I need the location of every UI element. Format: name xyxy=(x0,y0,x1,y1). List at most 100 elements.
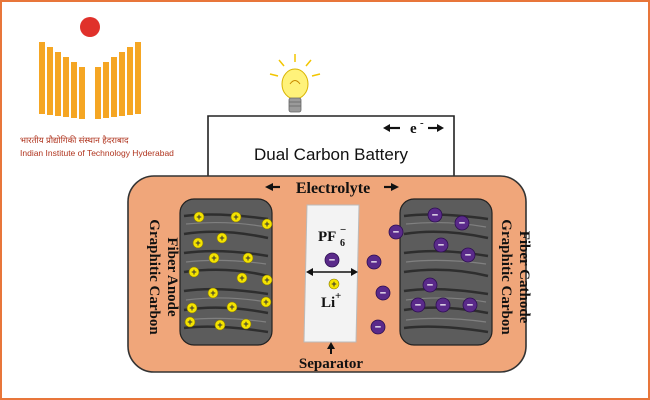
svg-text:−: − xyxy=(440,300,446,312)
cation-marker: + xyxy=(261,218,273,230)
logo-bar xyxy=(71,62,77,118)
svg-text:+: + xyxy=(264,275,269,285)
logo-bar xyxy=(135,42,141,114)
svg-text:−: − xyxy=(465,250,471,262)
cation-marker: + xyxy=(184,316,196,328)
svg-text:−: − xyxy=(427,280,433,292)
logo-bar xyxy=(55,52,61,116)
cathode-label-line1: Graphitic Carbon xyxy=(498,219,514,335)
svg-text:+: + xyxy=(219,233,224,243)
svg-text:−: − xyxy=(371,257,377,269)
anion-text: PF xyxy=(318,229,336,245)
anion-label: PF 6 − xyxy=(318,224,346,249)
svg-text:+: + xyxy=(196,212,201,222)
cation-marker: + xyxy=(226,301,238,313)
electron-label: e xyxy=(410,121,417,137)
anode-electrode xyxy=(179,198,273,346)
logo-bar xyxy=(119,52,125,116)
logo-bar xyxy=(103,62,109,118)
svg-text:−: − xyxy=(438,240,444,252)
cation-marker: + xyxy=(208,252,220,264)
anion-marker: − xyxy=(460,247,476,263)
svg-text:+: + xyxy=(229,302,234,312)
svg-text:−: − xyxy=(329,255,335,267)
cation-marker: + xyxy=(230,211,242,223)
separator xyxy=(303,204,360,343)
cathode-label-line2: Fiber Cathode xyxy=(516,231,532,324)
svg-text:+: + xyxy=(264,219,269,229)
logo-bar xyxy=(127,47,133,115)
separator-callout: Separator xyxy=(299,342,363,372)
institute-name-hindi: भारतीय प्रौद्योगिकी संस्थान हैदराबाद xyxy=(20,135,129,145)
svg-text:−: − xyxy=(432,210,438,222)
electrolyte-flow: Electrolyte xyxy=(265,180,399,197)
cation-marker: + xyxy=(216,232,228,244)
electrolyte-label: Electrolyte xyxy=(296,180,370,197)
cation-marker: + xyxy=(328,278,340,290)
circuit-wire xyxy=(207,115,455,200)
cation-marker: + xyxy=(214,319,226,331)
institute-name-english: Indian Institute of Technology Hyderabad xyxy=(20,148,174,158)
anion-marker: − xyxy=(324,252,340,268)
svg-text:+: + xyxy=(210,288,215,298)
anion-marker: − xyxy=(427,207,443,223)
anion-marker: − xyxy=(388,224,404,240)
cation-superscript: + xyxy=(335,290,341,302)
svg-text:+: + xyxy=(263,297,268,307)
cation-layer: ++++++++++++++++++ xyxy=(184,211,340,331)
svg-text:+: + xyxy=(211,253,216,263)
svg-text:+: + xyxy=(191,267,196,277)
svg-text:+: + xyxy=(245,253,250,263)
cation-text: Li xyxy=(321,295,335,311)
cation-marker: + xyxy=(186,302,198,314)
logo-bar xyxy=(47,47,53,115)
anion-subscript: 6 xyxy=(340,238,345,249)
anion-marker: − xyxy=(375,285,391,301)
anion-layer: −−−−−−−−−−−−− xyxy=(324,207,478,335)
logo-circle xyxy=(80,17,100,37)
svg-text:−: − xyxy=(459,218,465,230)
bulb-glass xyxy=(281,68,309,100)
svg-text:−: − xyxy=(375,322,381,334)
anion-marker: − xyxy=(410,297,426,313)
svg-text:−: − xyxy=(415,300,421,312)
separator-label: Separator xyxy=(299,356,363,372)
cation-label: Li + xyxy=(321,290,341,311)
anion-marker: − xyxy=(435,297,451,313)
svg-text:+: + xyxy=(195,238,200,248)
electron-flow: e - xyxy=(383,117,444,137)
anion-marker: − xyxy=(462,297,478,313)
anode-label-line2: Fiber Anode xyxy=(164,237,180,317)
svg-text:+: + xyxy=(331,279,336,289)
svg-text:+: + xyxy=(187,317,192,327)
logo-bar xyxy=(111,57,117,117)
anion-marker: − xyxy=(366,254,382,270)
svg-text:+: + xyxy=(239,273,244,283)
anion-marker: − xyxy=(454,215,470,231)
svg-text:+: + xyxy=(189,303,194,313)
svg-text:−: − xyxy=(380,288,386,300)
svg-text:+: + xyxy=(233,212,238,222)
iith-logo xyxy=(39,17,141,119)
cation-marker: + xyxy=(188,266,200,278)
svg-text:+: + xyxy=(243,319,248,329)
logo-bar xyxy=(63,57,69,117)
logo-bar xyxy=(95,67,101,119)
anion-superscript: − xyxy=(340,224,346,236)
ion-transfer-arrow xyxy=(306,268,358,276)
cation-marker: + xyxy=(242,252,254,264)
electron-superscript: - xyxy=(420,117,424,129)
cation-marker: + xyxy=(240,318,252,330)
cation-marker: + xyxy=(236,272,248,284)
cathode-electrode xyxy=(399,198,493,346)
cation-marker: + xyxy=(261,274,273,286)
cation-marker: + xyxy=(192,237,204,249)
svg-text:−: − xyxy=(393,227,399,239)
light-bulb-icon xyxy=(269,54,321,113)
cation-marker: + xyxy=(260,296,272,308)
bulb-filament xyxy=(289,80,301,85)
cation-marker: + xyxy=(193,211,205,223)
bulb-rays xyxy=(269,54,321,77)
anion-marker: − xyxy=(433,237,449,253)
